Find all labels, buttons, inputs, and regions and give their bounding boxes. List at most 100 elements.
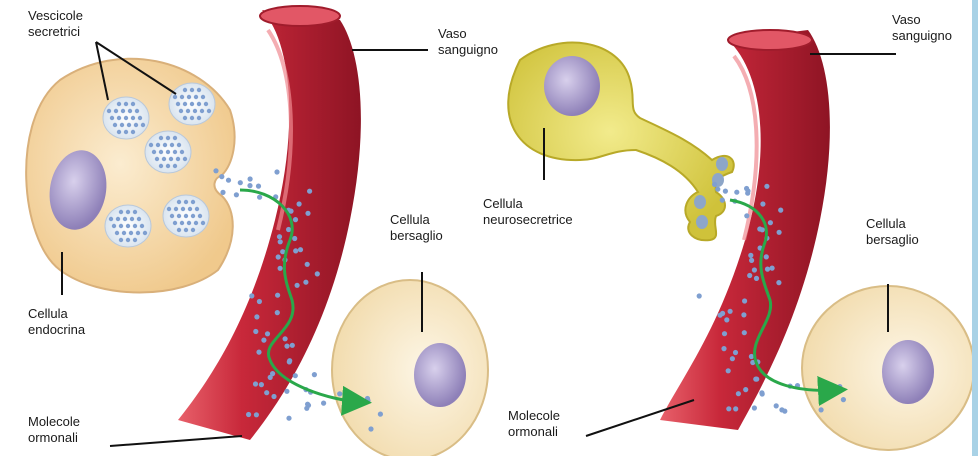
hormone-molecule <box>247 183 252 188</box>
hormone-molecule <box>749 258 754 263</box>
label-vessel-right-line1: Vaso <box>892 12 952 28</box>
label-molecules-left-line2: ormonali <box>28 430 80 446</box>
label-molecules-left: Molecole ormonali <box>28 414 80 446</box>
target-nucleus-right <box>882 340 934 404</box>
label-vessel-right-line2: sanguigno <box>892 28 952 44</box>
hormone-molecule <box>733 350 738 355</box>
hormone-molecule <box>271 394 276 399</box>
hormone-molecule <box>256 184 261 189</box>
right-edge-strip <box>972 0 978 456</box>
hormone-molecule <box>303 280 308 285</box>
hormone-molecule <box>764 184 769 189</box>
hormone-molecule <box>297 201 302 206</box>
hormone-molecule <box>734 190 739 195</box>
hormone-molecule <box>697 293 702 298</box>
hormone-molecule <box>305 262 310 267</box>
hormone-molecule <box>249 293 254 298</box>
hormone-molecule <box>213 168 218 173</box>
hormone-molecule <box>736 391 741 396</box>
hormone-molecule <box>278 266 283 271</box>
hormone-molecule <box>743 387 748 392</box>
label-vesicles: Vescicole secretrici <box>28 8 83 40</box>
hormone-molecule <box>259 382 264 387</box>
hormone-molecule <box>726 406 731 411</box>
hormone-molecule <box>257 195 262 200</box>
hormone-molecule <box>305 402 310 407</box>
hormone-molecule <box>254 412 259 417</box>
hormone-molecule <box>776 280 781 285</box>
endocrine-cell <box>26 59 234 293</box>
hormone-molecule <box>764 254 769 259</box>
hormone-molecule <box>760 201 765 206</box>
label-target-right-line1: Cellula <box>866 216 919 232</box>
hormone-molecule <box>837 384 842 389</box>
hormone-molecule <box>723 189 728 194</box>
hormone-molecule <box>337 391 342 396</box>
hormone-molecule <box>253 329 258 334</box>
label-vessel-left: Vaso sanguigno <box>438 26 498 58</box>
hormone-molecule <box>293 217 298 222</box>
target-nucleus-left <box>414 343 466 407</box>
hormone-molecule <box>248 176 253 181</box>
hormone-molecule <box>754 377 759 382</box>
hormone-molecule <box>274 169 279 174</box>
hormone-molecule <box>220 190 225 195</box>
hormone-molecule <box>741 312 746 317</box>
label-vessel-right: Vaso sanguigno <box>892 12 952 44</box>
hormone-molecule <box>284 344 289 349</box>
hormone-molecule <box>712 182 717 187</box>
hormone-molecule <box>721 346 726 351</box>
hormone-molecule <box>733 406 738 411</box>
hormone-molecule <box>752 405 757 410</box>
label-molecules-left-line1: Molecole <box>28 414 80 430</box>
label-molecules-right-line1: Molecole <box>508 408 560 424</box>
hormone-molecule <box>365 398 370 403</box>
hormone-molecule <box>368 426 373 431</box>
hormone-molecule <box>286 227 291 232</box>
hormone-molecule <box>841 397 846 402</box>
label-neuro-cell-line1: Cellula <box>483 196 573 212</box>
hormone-molecule <box>770 266 775 271</box>
hormone-molecule <box>752 267 757 272</box>
label-neuro-cell-line2: neurosecretrice <box>483 212 573 228</box>
target-cell-left <box>332 280 488 456</box>
hormone-molecule <box>284 389 289 394</box>
label-neurosecretory-cell: Cellula neurosecretrice <box>483 196 573 228</box>
hormone-molecule <box>353 395 358 400</box>
hormone-molecule <box>246 412 251 417</box>
hormone-molecule <box>270 371 275 376</box>
hormone-molecule <box>726 368 731 373</box>
hormone-molecule <box>720 198 725 203</box>
hormone-molecule <box>290 343 295 348</box>
hormone-molecule <box>774 403 779 408</box>
label-endocrine-cell: Cellula endocrina <box>28 306 85 338</box>
label-molecules-right: Molecole ormonali <box>508 408 560 440</box>
hormone-molecule <box>718 313 723 318</box>
hormone-molecule <box>742 330 747 335</box>
hormone-molecule <box>275 310 280 315</box>
hormone-molecule <box>275 293 280 298</box>
hormone-molecule <box>257 299 262 304</box>
label-target-right: Cellula bersaglio <box>866 216 919 248</box>
hormone-molecule <box>298 247 303 252</box>
label-molecules-right-line2: ormonali <box>508 424 560 440</box>
hormone-molecule <box>759 390 764 395</box>
hormone-molecule <box>226 178 231 183</box>
label-target-left-line2: bersaglio <box>390 228 443 244</box>
hormone-molecule <box>715 187 720 192</box>
hormone-molecule <box>754 276 759 281</box>
hormone-molecule <box>295 283 300 288</box>
hormone-molecule <box>256 350 261 355</box>
hormone-molecule <box>747 273 752 278</box>
label-endocrine-cell-line1: Cellula <box>28 306 85 322</box>
hormone-molecule <box>286 416 291 421</box>
hormone-molecule <box>315 271 320 276</box>
hormone-molecule <box>748 253 753 258</box>
hormone-molecule <box>276 254 281 259</box>
label-vessel-left-line2: sanguigno <box>438 42 498 58</box>
hormone-molecule <box>287 358 292 363</box>
hormone-molecule <box>305 211 310 216</box>
hormone-molecule <box>730 356 735 361</box>
hormone-molecule <box>768 220 773 225</box>
hormone-molecule <box>261 338 266 343</box>
